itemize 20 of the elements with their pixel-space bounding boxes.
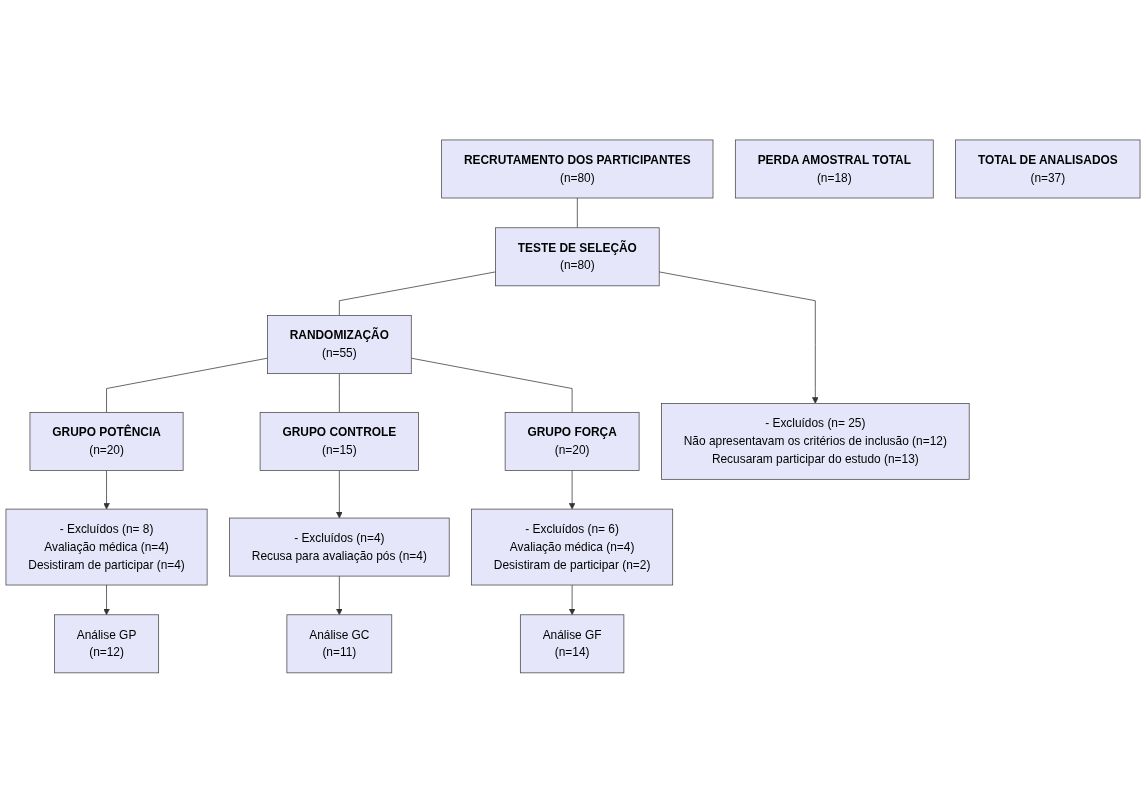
node-box: GRUPO FORÇA (n=20): [504, 411, 640, 471]
connector: [410, 357, 573, 413]
node-box: PERDA AMOSTRAL TOTAL (n=18): [734, 139, 934, 198]
node-box: Análise GF (n=14): [519, 614, 625, 673]
node-box: - Excluídos (n= 25) Não apresentavam os critérios de inclusão (n=12) Recusaram participar do estudo (n=13): [661, 402, 970, 480]
connector: [338, 271, 496, 316]
node-box: - Excluídos (n=4) Recusa para avaliação pós (n=4): [229, 517, 450, 577]
node-box: - Excluídos (n= 6) Avaliação médica (n=4) Desistiram de participar (n=2): [471, 508, 674, 585]
node-box: RECRUTAMENTO DOS PARTICIPANTES (n=80): [441, 139, 714, 198]
node-box: RANDOMIZAÇÃO (n=55): [267, 314, 412, 374]
node-box: - Excluídos (n= 8) Avaliação médica (n=4) Desistiram de participar (n=4): [5, 508, 208, 585]
node-box: GRUPO CONTROLE (n=15): [259, 411, 419, 471]
node-box: Análise GP (n=12): [54, 614, 160, 673]
connector: [338, 372, 340, 413]
node-box: GRUPO POTÊNCIA (n=20): [29, 411, 184, 471]
node-box: Análise GC (n=11): [286, 614, 393, 673]
connector: [576, 197, 578, 228]
node-box: TOTAL DE ANALISADOS (n=37): [955, 139, 1141, 198]
node-box: TESTE DE SELEÇÃO (n=80): [495, 227, 660, 286]
connector: [106, 357, 268, 413]
